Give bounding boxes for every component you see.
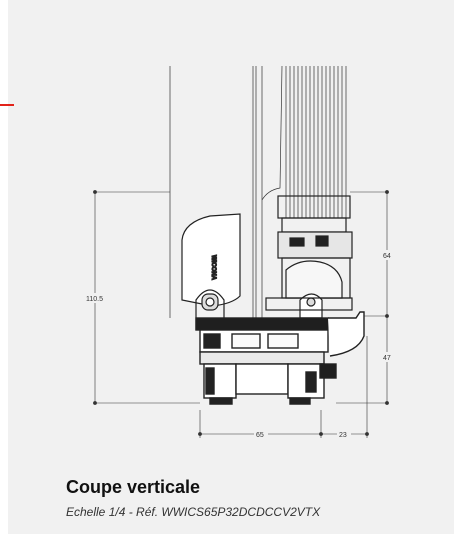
dimension-total-height: 110.5 — [86, 296, 103, 303]
sill-profile — [195, 311, 365, 405]
dimension-lower-height: 47 — [383, 355, 391, 362]
caption-subtitle: Echelle 1/4 - Réf. WWICS65P32DCDCCV2VTX — [66, 505, 321, 519]
dimension-width-left: 65 — [256, 432, 264, 439]
dimension-upper-height: 64 — [383, 253, 391, 260]
accent-line — [0, 104, 14, 106]
glass-panel — [169, 65, 347, 318]
technical-drawing: WICONA — [86, 65, 391, 439]
dimension-lines — [93, 190, 389, 438]
sash-logo: WICONA — [210, 255, 216, 281]
caption-title: Coupe verticale — [66, 477, 201, 497]
frame-profile — [265, 195, 353, 319]
sash-casement: WICONA — [181, 213, 241, 330]
dimension-width-right: 23 — [339, 432, 347, 439]
